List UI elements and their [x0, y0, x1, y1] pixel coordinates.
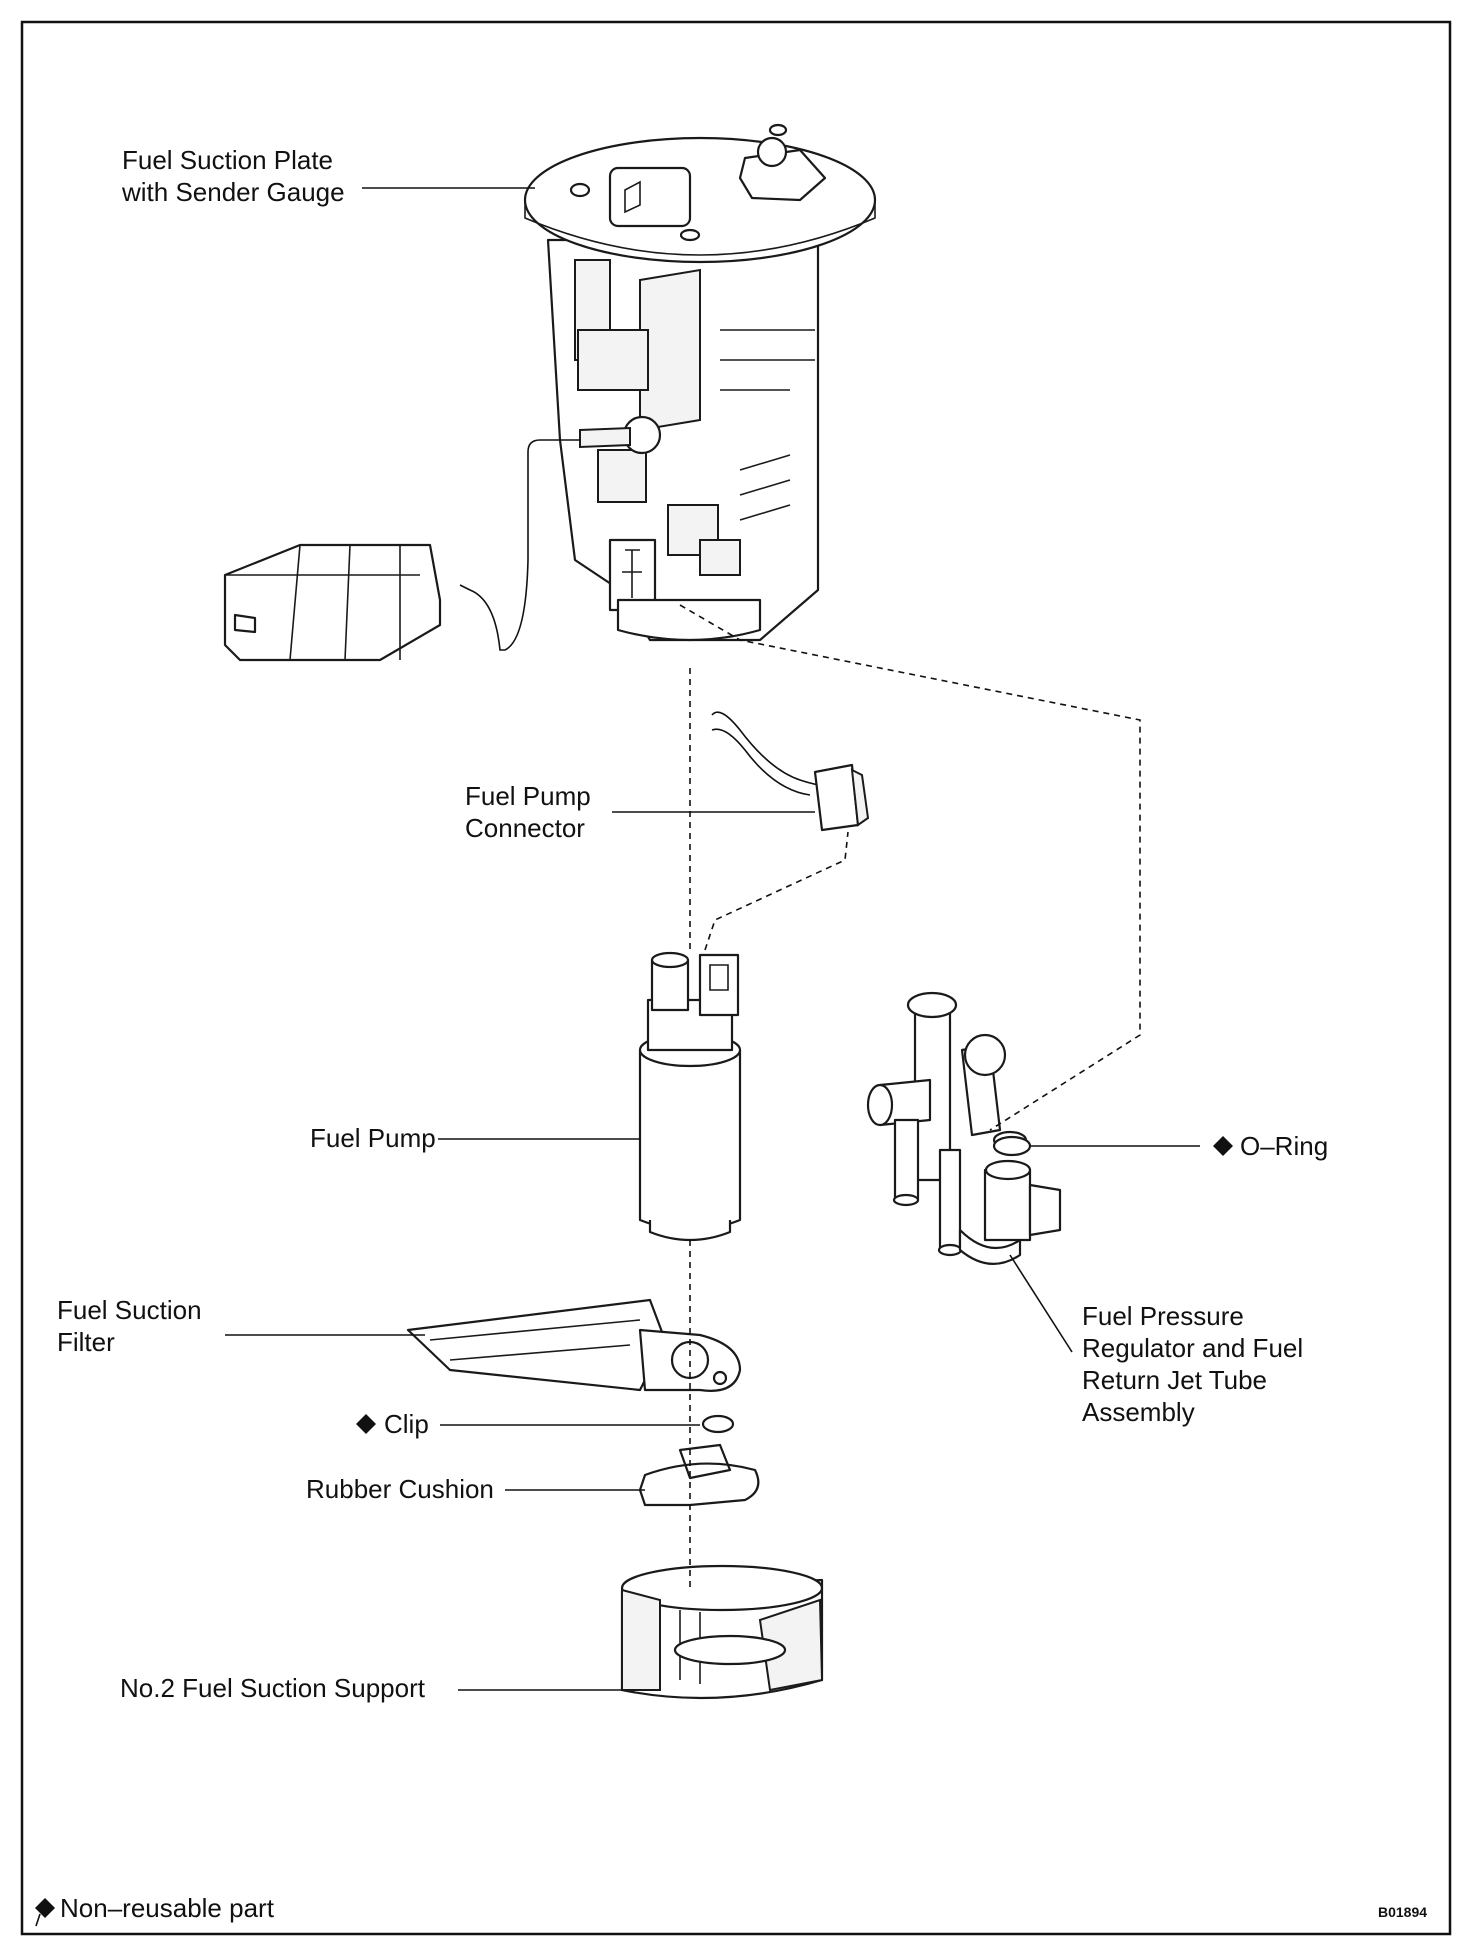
label-fuel-suction-plate: Fuel Suction Plate with Sender Gauge [122, 145, 345, 207]
fuel-suction-plate [459, 123, 877, 651]
o-ring [992, 1135, 1032, 1157]
label-fuel-pump: Fuel Pump [310, 1123, 436, 1153]
clip-diamond-icon [356, 1414, 376, 1434]
label-o-ring: O–Ring [1240, 1131, 1329, 1161]
leader-pressure-regulator [1009, 1254, 1073, 1353]
legend-diamond-tail [35, 1913, 41, 1927]
figure-code: B01894 [1378, 1904, 1428, 1920]
label-fuel-suction-support: No.2 Fuel Suction Support [120, 1673, 425, 1703]
label-clip: Clip [384, 1409, 429, 1439]
fuel-suction-filter [406, 1298, 742, 1392]
clip [701, 1414, 735, 1434]
fuel-pump [638, 951, 742, 1242]
fuel-suction-support [620, 1564, 824, 1700]
label-fuel-suction-filter: Fuel Suction Filter [57, 1295, 202, 1357]
fuel-pressure-regulator [866, 991, 1062, 1265]
legend-diamond-icon [35, 1898, 55, 1918]
o-ring-diamond-icon [1213, 1136, 1233, 1156]
assembly-line-regulator [679, 604, 1141, 1131]
legend-non-reusable: Non–reusable part [60, 1893, 274, 1923]
assembly-line-connector [704, 831, 849, 951]
diagram-frame [20, 20, 1452, 1936]
label-fuel-pressure-regulator: Fuel Pressure Regulator and Fuel Return … [1082, 1301, 1304, 1427]
label-fuel-pump-connector: Fuel Pump Connector [465, 781, 591, 843]
label-rubber-cushion: Rubber Cushion [306, 1474, 494, 1504]
fuel-pump-connector [711, 711, 870, 832]
rubber-cushion [638, 1443, 760, 1507]
sender-gauge-float [223, 543, 442, 662]
